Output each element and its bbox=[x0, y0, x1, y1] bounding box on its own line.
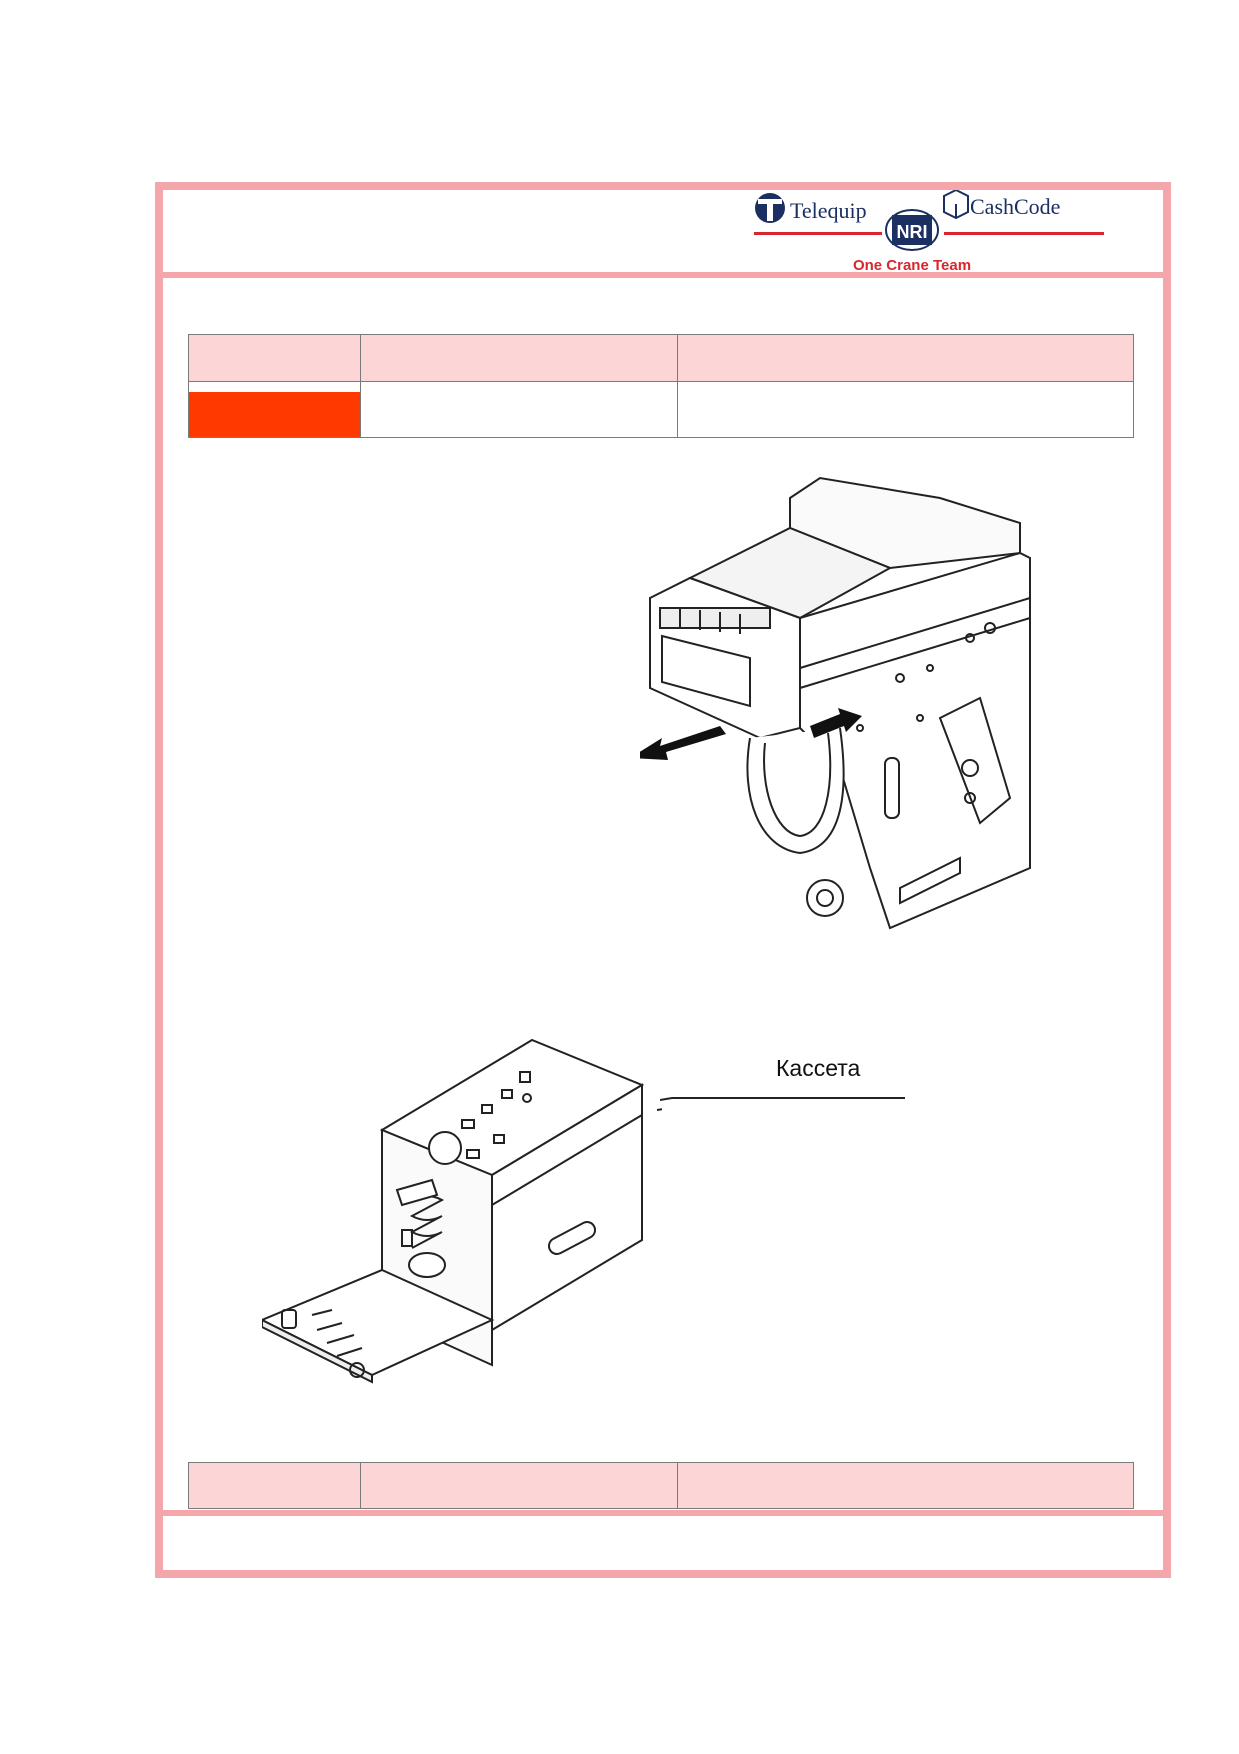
nri-badge-icon: NRI bbox=[885, 209, 939, 251]
header-cell bbox=[677, 334, 1134, 382]
header-cell bbox=[188, 334, 361, 382]
cashcode-logo-icon bbox=[943, 190, 969, 220]
telequip-logo-icon bbox=[755, 193, 785, 223]
company-logos: Telequip NRI CashCode One Crane Team bbox=[754, 190, 1104, 274]
page-frame bbox=[155, 182, 1171, 1578]
info-table bbox=[188, 334, 1134, 438]
footer-cell bbox=[188, 1462, 361, 1509]
info-table-row bbox=[188, 381, 1134, 438]
header-cell bbox=[360, 334, 678, 382]
status-cell bbox=[188, 381, 361, 438]
telequip-wordmark: Telequip bbox=[790, 198, 867, 223]
bill-acceptor-drawing bbox=[640, 476, 1031, 930]
footer-table-row bbox=[188, 1462, 1134, 1509]
cashcode-wordmark: CashCode bbox=[970, 194, 1060, 219]
footer-cell bbox=[677, 1462, 1134, 1509]
cassette-leader-line bbox=[660, 1097, 905, 1101]
cassette-drawing bbox=[262, 1038, 662, 1384]
value-cell bbox=[360, 381, 678, 438]
svg-text:NRI: NRI bbox=[897, 222, 928, 242]
footer-cell bbox=[360, 1462, 678, 1509]
header-divider bbox=[155, 272, 1171, 278]
value-cell bbox=[677, 381, 1134, 438]
footer-table bbox=[188, 1462, 1134, 1509]
cassette-label: Кассета bbox=[776, 1055, 861, 1081]
footer-divider bbox=[155, 1510, 1171, 1516]
info-table-header-row bbox=[188, 334, 1134, 382]
tagline: One Crane Team bbox=[853, 257, 971, 274]
